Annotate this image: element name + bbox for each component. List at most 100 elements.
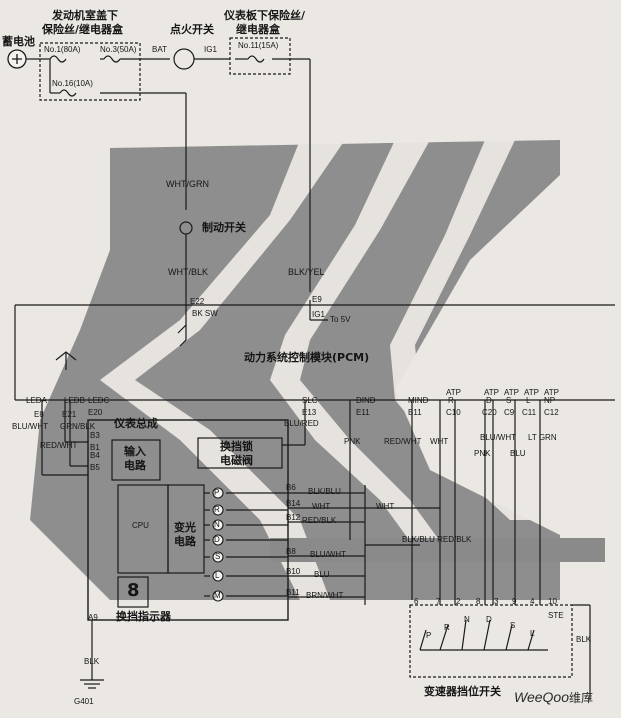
wire-blk-yel: BLK/YEL xyxy=(288,267,325,277)
solenoid-1: 换挡锁 xyxy=(220,440,253,453)
ts-pin-4: 4 xyxy=(530,597,535,606)
pin-e11: E11 xyxy=(356,408,370,417)
wire-b10: BLU xyxy=(314,570,330,579)
wire-wht: WHT xyxy=(430,437,449,446)
atp-r-2: R xyxy=(448,396,454,405)
dimmer-2: 电路 xyxy=(174,535,196,548)
wire-blu: BLU xyxy=(510,449,526,458)
pin-c9: C9 xyxy=(504,408,515,417)
pin-ledc: LEDC xyxy=(88,396,110,405)
input-circuit-1: 输入 xyxy=(124,445,146,458)
wire-blk-right: BLK xyxy=(576,635,592,644)
ts-pin-9: 9 xyxy=(512,597,517,606)
pin-b12: B12 xyxy=(286,513,301,522)
pcm-title: 动力系统控制模块(PCM) xyxy=(244,351,370,364)
bus-label: BLK/BLU RED/BLK xyxy=(402,535,472,544)
pin-dind: DIND xyxy=(356,396,376,405)
pin-b6: B6 xyxy=(286,483,296,492)
engine-fuse-box-label: 发动机室盖下 xyxy=(52,9,118,22)
lamp-r: R xyxy=(214,505,220,514)
ts-pin-6: 6 xyxy=(414,597,419,606)
fuse-no3: No.3(50A) xyxy=(100,45,137,54)
atp-d-1: ATP xyxy=(484,388,499,397)
pin-e9: E9 xyxy=(312,295,322,304)
pin-c11: C11 xyxy=(522,408,537,417)
pin-b5: B5 xyxy=(90,463,100,472)
atp-l-1: ATP xyxy=(524,388,539,397)
cpu-label: CPU xyxy=(132,521,149,530)
pin-b8: B8 xyxy=(286,547,296,556)
atp-l-2: L xyxy=(526,396,531,405)
shift-indicator-label: 换挡指示器 xyxy=(116,610,171,623)
brake-switch-label: 制动开关 xyxy=(202,221,246,234)
lamp-m: M xyxy=(214,591,221,600)
ts-pos-p: P xyxy=(426,631,432,640)
pin-b1: B1 xyxy=(90,443,100,452)
ts-pin-2: 2 xyxy=(456,597,461,606)
ts-pin-7: 7 xyxy=(436,597,441,606)
ts-pos-r: R xyxy=(444,623,450,632)
dash-fuse-box-label-2: 继电器盒 xyxy=(236,23,280,36)
pin-b11-pcm: B11 xyxy=(408,408,422,417)
trans-switch-title: 变速器挡位开关 xyxy=(424,685,501,698)
lamp-n: N xyxy=(214,520,220,529)
atp-np-1: ATP xyxy=(544,388,559,397)
ts-pos-l: L xyxy=(530,629,535,638)
wire-blu-wht-left: BLU/WHT xyxy=(12,422,48,431)
atp-d-2: D xyxy=(486,396,492,405)
fuse-no1: No.1(80A) xyxy=(44,45,81,54)
input-circuit-2: 电路 xyxy=(124,459,146,472)
wire-mid-wht: WHT xyxy=(376,502,395,511)
pin-e13: E13 xyxy=(302,408,317,417)
ts-pin-10: 10 xyxy=(548,597,557,606)
pin-a9: A9 xyxy=(88,613,98,622)
atp-s-2: S xyxy=(506,396,512,405)
watermark: WeeQoo维库 xyxy=(514,690,593,704)
pin-slc: SLC xyxy=(302,396,318,405)
wire-b12: RED/BLK xyxy=(302,516,337,525)
battery-label: 蓄电池 xyxy=(2,35,35,48)
wire-blk-ground: BLK xyxy=(84,657,100,666)
wire-b14: WHT xyxy=(312,502,331,511)
ts-pos-d: D xyxy=(486,615,492,624)
ig1-terminal: IG1 xyxy=(204,45,217,54)
lamp-p: P xyxy=(214,488,220,497)
ts-pin-8: 8 xyxy=(476,597,481,606)
lamp-l: L xyxy=(215,571,220,580)
wire-b11: BRN/WHT xyxy=(306,591,344,600)
wire-wht-grn: WHT/GRN xyxy=(166,179,209,189)
atp-r-1: ATP xyxy=(446,388,461,397)
solenoid-2: 电磁阀 xyxy=(220,454,253,467)
pin-e8: E8 xyxy=(34,410,44,419)
pin-leda: LEDA xyxy=(26,396,47,405)
pin-b3: B3 xyxy=(90,431,100,440)
ts-pos-n: N xyxy=(464,615,470,624)
battery-plus-icon xyxy=(12,54,22,64)
engine-fuse-box-label-2: 保险丝/继电器盒 xyxy=(42,23,124,36)
pin-b14: B14 xyxy=(286,499,301,508)
background-stripes xyxy=(100,140,540,600)
wire-b8: BLU/WHT xyxy=(310,550,346,559)
bat-terminal: BAT xyxy=(152,45,167,54)
wire-blu-red: BLU/RED xyxy=(284,419,319,428)
fuse-no11: No.11(15A) xyxy=(238,41,279,50)
pin-c12: C12 xyxy=(544,408,559,417)
dash-fuse-box-label: 仪表板下保险丝/ xyxy=(224,9,306,22)
ignition-switch-label: 点火开关 xyxy=(170,23,214,36)
ground-g401: G401 xyxy=(74,697,94,706)
lamp-s: S xyxy=(215,552,221,561)
ts-pin-3: 3 xyxy=(494,597,499,606)
wires xyxy=(14,37,615,700)
wire-pnk-2: PNK xyxy=(474,449,491,458)
wire-blu-wht: BLU/WHT xyxy=(480,433,516,442)
pin-b4: B4 xyxy=(90,451,100,460)
pin-mind: MIND xyxy=(408,396,429,405)
to-5v: To 5V xyxy=(330,315,351,324)
indicator-lamps xyxy=(212,487,224,602)
watermark-suffix: 维库 xyxy=(569,691,594,705)
fuse-no16: No.16(10A) xyxy=(52,79,93,88)
ts-ste: STE xyxy=(548,611,564,620)
pin-b10: B10 xyxy=(286,567,301,576)
